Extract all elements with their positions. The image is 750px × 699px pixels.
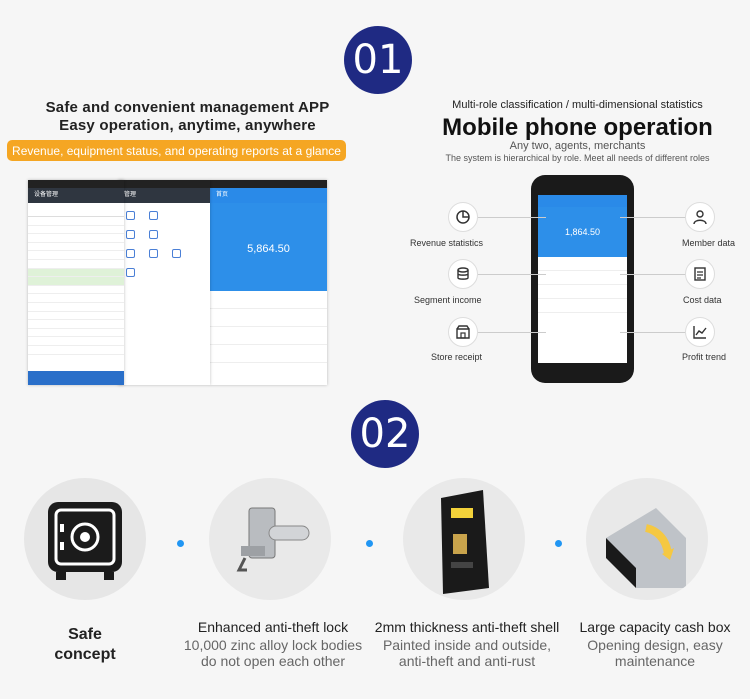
role-subtitle: Multi-role classification / multi-dimens…	[452, 99, 703, 111]
lock-desc-line1: 10,000 zinc alloy lock bodies	[183, 637, 363, 653]
cashbox-description: Opening design, easy maintenance	[560, 637, 750, 669]
revenue-statistics-label: Revenue statistics	[410, 238, 484, 248]
separator-dot	[555, 540, 562, 547]
cashbox-icon	[606, 508, 686, 588]
member-data-label: Member data	[682, 238, 736, 248]
phone-mockup: 1,864.50	[531, 175, 634, 383]
screen1-title: 设备管理	[34, 192, 59, 198]
store-receipt-label: Store receipt	[431, 352, 483, 362]
screen3-revenue-value: 5,864.50	[247, 243, 290, 255]
validator-shell-icon	[441, 490, 489, 594]
shell-desc-line2: anti-theft and anti-rust	[398, 653, 536, 669]
screen1-titlebar: 设备管理	[28, 188, 124, 203]
shell-desc-line1: Painted inside and outside,	[382, 637, 552, 653]
cashbox-desc-line1: Opening design, easy	[587, 637, 723, 653]
screen3-title: 首页	[216, 192, 229, 198]
app-title-line2: Easy operation, anytime, anywhere	[59, 117, 316, 134]
app-screenshots: 设备管理 管理 首页 5,864.50	[28, 180, 327, 385]
section-badge-01: 01	[344, 26, 412, 94]
section-badge-02: 02	[351, 400, 419, 468]
shell-title: 2mm thickness anti-theft shell	[374, 619, 560, 635]
lock-desc-line2: do not open each other	[200, 653, 345, 669]
segment-income-label: Segment income	[414, 295, 482, 305]
screen3-titlebar: 首页	[210, 188, 327, 203]
safe-concept-circle	[24, 478, 146, 600]
cashbox-image-circle	[586, 478, 708, 600]
lock-description: 10,000 zinc alloy lock bodies do not ope…	[178, 637, 368, 669]
profit-trend-label: Profit trend	[682, 352, 727, 362]
cost-data-label: Cost data	[683, 295, 722, 305]
store-icon	[448, 317, 478, 347]
safe-line1: Safe	[68, 626, 102, 643]
safe-line2: concept	[54, 646, 116, 663]
separator-dot	[366, 540, 373, 547]
cashbox-title: Large capacity cash box	[579, 619, 731, 635]
coins-icon	[448, 259, 478, 289]
pie-chart-icon	[448, 202, 478, 232]
app-feature-pill: Revenue, equipment status, and operating…	[7, 140, 346, 161]
screen-management: 管理	[118, 180, 210, 385]
shell-image-circle	[403, 478, 525, 600]
trend-icon	[685, 317, 715, 347]
screen-device-management: 设备管理	[28, 180, 124, 385]
lock-image-circle	[209, 478, 331, 600]
screen-home: 首页 5,864.50	[210, 180, 327, 385]
shell-description: Painted inside and outside, anti-theft a…	[372, 637, 562, 669]
mobile-headline: Mobile phone operation	[442, 114, 713, 141]
phone-screen: 1,864.50	[538, 195, 627, 363]
lock-title: Enhanced anti-theft lock	[197, 619, 349, 635]
roles-line: Any two, agents, merchants	[509, 140, 646, 152]
document-icon	[685, 259, 715, 289]
screen2-title: 管理	[124, 192, 137, 198]
app-title-line1: Safe and convenient management APP	[45, 99, 330, 116]
user-icon	[685, 202, 715, 232]
cashbox-desc-line2: maintenance	[614, 653, 696, 669]
safe-concept-label: Safe concept	[30, 625, 140, 665]
lock-icon	[236, 507, 310, 572]
safe-icon	[48, 502, 122, 580]
phone-revenue-value: 1,864.50	[564, 227, 601, 237]
roles-description: The system is hierarchical by role. Meet…	[445, 153, 710, 163]
separator-dot	[177, 540, 184, 547]
screen2-titlebar: 管理	[118, 188, 210, 203]
